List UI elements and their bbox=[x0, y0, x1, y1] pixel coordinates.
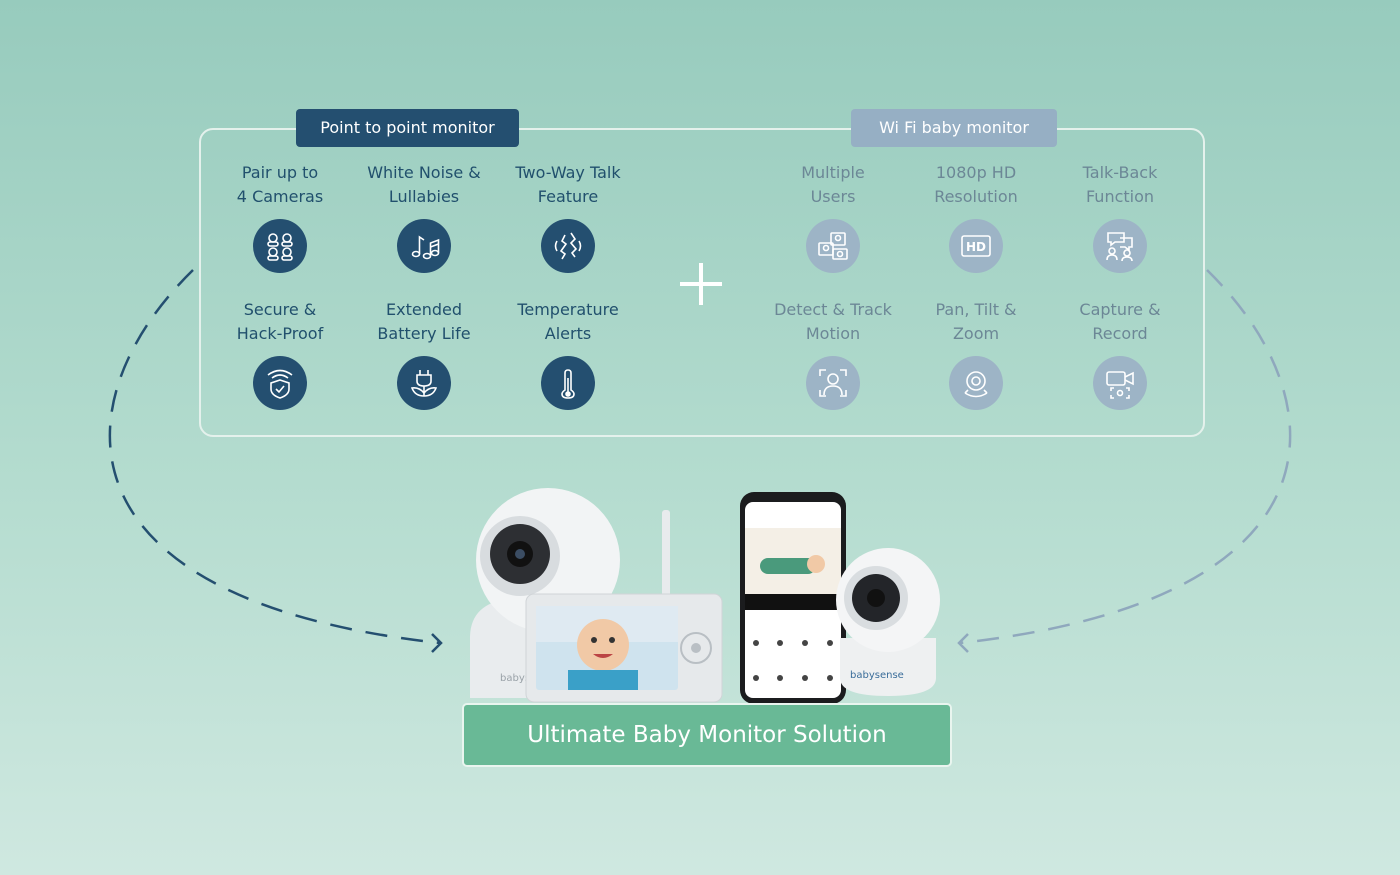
four-cameras-icon bbox=[253, 219, 307, 273]
feature-label: Pan, Tilt & Zoom bbox=[935, 300, 1017, 343]
multiple-users-icon bbox=[806, 219, 860, 273]
feature-secure: Secure & Hack-Proof bbox=[210, 298, 350, 410]
thermometer-icon bbox=[541, 356, 595, 410]
features-panel bbox=[199, 128, 1205, 437]
video-record-icon bbox=[1093, 356, 1147, 410]
feature-label: White Noise & Lullabies bbox=[367, 163, 481, 206]
feature-hd-resolution: 1080p HD Resolution HD bbox=[906, 161, 1046, 273]
feature-label: 1080p HD Resolution bbox=[934, 163, 1018, 206]
wifi-monitor-label: Wi Fi baby monitor bbox=[851, 109, 1057, 147]
battery-plug-icon bbox=[397, 356, 451, 410]
brand-camera-right: babysense bbox=[850, 670, 904, 681]
feature-label: Two-Way Talk Feature bbox=[515, 163, 621, 206]
two-way-talk-icon bbox=[541, 219, 595, 273]
feature-label: Multiple Users bbox=[801, 163, 865, 206]
feature-label: Pair up to 4 Cameras bbox=[236, 163, 324, 206]
talk-back-icon bbox=[1093, 219, 1147, 273]
music-notes-icon bbox=[397, 219, 451, 273]
baby-monitor-products-image: babysense babysense bbox=[470, 488, 940, 704]
feature-capture-record: Capture & Record bbox=[1050, 298, 1190, 410]
secure-shield-icon bbox=[253, 356, 307, 410]
feature-label: Detect & Track Motion bbox=[774, 300, 892, 343]
feature-pan-tilt-zoom: Pan, Tilt & Zoom bbox=[906, 298, 1046, 410]
feature-label: Talk-Back Function bbox=[1082, 163, 1158, 206]
feature-label: Extended Battery Life bbox=[377, 300, 471, 343]
feature-battery: Extended Battery Life bbox=[354, 298, 494, 410]
feature-label: Capture & Record bbox=[1079, 300, 1161, 343]
feature-label: Temperature Alerts bbox=[517, 300, 619, 343]
feature-pair-cameras: Pair up to 4 Cameras bbox=[210, 161, 350, 273]
feature-motion: Detect & Track Motion bbox=[763, 298, 903, 410]
feature-multiple-users: Multiple Users bbox=[763, 161, 903, 273]
hd-badge-text: HD bbox=[966, 240, 986, 254]
point-to-point-label: Point to point monitor bbox=[296, 109, 519, 147]
ultimate-solution-button[interactable]: Ultimate Baby Monitor Solution bbox=[462, 703, 952, 767]
motion-tracking-icon bbox=[806, 356, 860, 410]
feature-talk-back: Talk-Back Function bbox=[1050, 161, 1190, 273]
feature-label: Secure & Hack-Proof bbox=[236, 300, 324, 343]
feature-two-way-talk: Two-Way Talk Feature bbox=[498, 161, 638, 273]
feature-white-noise: White Noise & Lullabies bbox=[354, 161, 494, 273]
pan-tilt-zoom-icon bbox=[949, 356, 1003, 410]
hd-resolution-icon: HD bbox=[949, 219, 1003, 273]
plus-icon bbox=[680, 263, 722, 305]
feature-temperature: Temperature Alerts bbox=[498, 298, 638, 410]
